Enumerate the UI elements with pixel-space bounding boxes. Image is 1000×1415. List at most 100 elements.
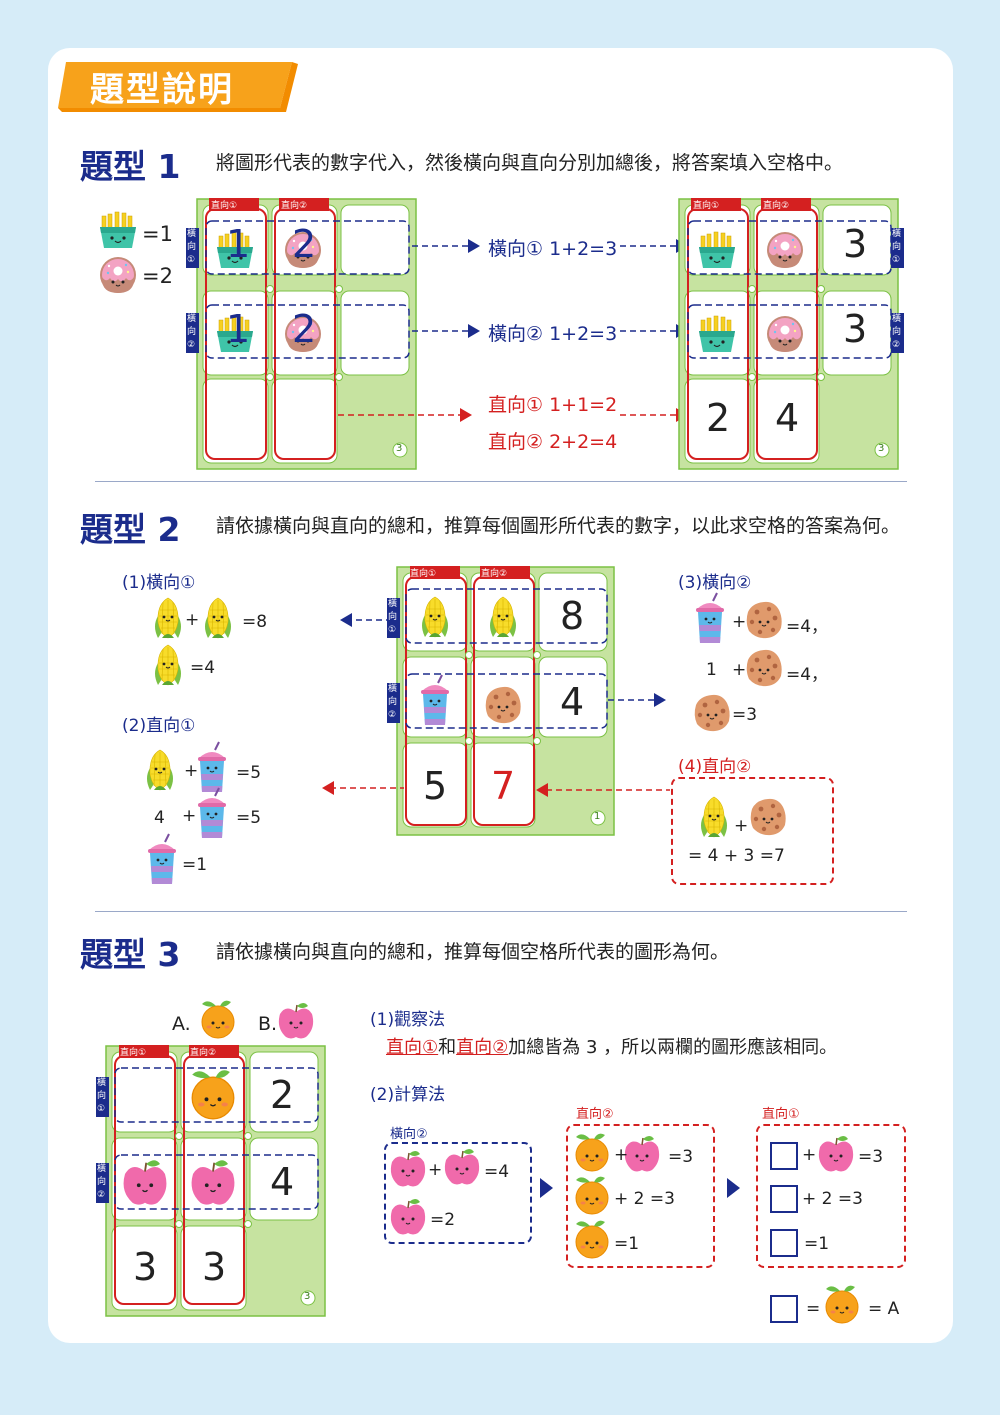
t2-step1-title: (1)橫向① [122, 573, 196, 593]
t2-step2-eq3: =1 [182, 855, 208, 875]
t3-box1-plus: + [428, 1160, 443, 1180]
t2-step3-eq1: =4， [786, 617, 829, 637]
t1-row2-expression: 橫向② 1+2=3 [488, 323, 618, 345]
t3-box1-label: 橫向② [390, 1127, 428, 1142]
t3-row2-tag: 橫向② [97, 1164, 107, 1200]
t3-method2-title: (2)計算法 [370, 1085, 446, 1105]
t3-box1-eq1: =4 [484, 1162, 510, 1182]
t2-step2-plus: + [184, 761, 199, 781]
t1l-row2-tag: 橫向② [187, 314, 197, 350]
t3-final-answer: = A [868, 1299, 900, 1319]
t3-box3 [756, 1124, 906, 1268]
t1r-row1-tag: 橫向① [892, 229, 902, 265]
t2-grid-col2-answer: 7 [491, 764, 516, 808]
t1r-level-badge: 3 [878, 443, 885, 454]
t2-step1-eq1: =8 [242, 612, 268, 632]
t3-method1-col1: 直向① [386, 1037, 439, 1058]
t3-box3-eq3: =1 [804, 1234, 830, 1254]
t1l-col2-tag: 直向② [281, 201, 308, 211]
t1l-col1-tag: 直向① [211, 201, 238, 211]
t3-final-blank [770, 1295, 798, 1323]
t3-box2-plus: + [614, 1145, 629, 1165]
t3-option-a: A. [172, 1013, 191, 1035]
t3-box1-eq2: =2 [430, 1210, 456, 1230]
t3-method1-col2: 直向② [456, 1037, 509, 1058]
t2-step4-plus: + [734, 816, 749, 836]
t2-step3-eq2-value: 1 [706, 660, 717, 680]
t2-col2-tag: 直向② [481, 569, 508, 579]
t3-method1-rest: 加總皆為 3 ，所以兩欄的圖形應該相同。 [508, 1037, 838, 1058]
t1r-col1-answer: 2 [706, 396, 731, 440]
t3-box3-blank-3 [770, 1229, 798, 1257]
t3-grid-col1-sum: 3 [133, 1245, 158, 1289]
t1-col2-expression: 直向② 2+2=4 [488, 431, 618, 453]
t2-step3-plus-2: + [732, 660, 747, 680]
t2-grid-row2-sum: 4 [560, 680, 585, 724]
t1l-cell-fries-value-2: 1 [226, 307, 251, 351]
t2-grid-col1-sum: 5 [423, 764, 448, 808]
t2-step3-eq2: =4， [786, 665, 829, 685]
t3-method1-and: 和 [438, 1037, 457, 1058]
type3-description: 請依據橫向與直向的總和，推算每個空格所代表的圖形為何。 [216, 941, 730, 963]
t3-box3-blank-1 [770, 1142, 798, 1170]
separator-1 [95, 481, 907, 482]
t1r-col2-answer: 4 [775, 396, 800, 440]
type1-description: 將圖形代表的數字代入，然後橫向與直向分別加總後，將答案填入空格中。 [216, 152, 844, 174]
t3-box3-eq1: =3 [858, 1147, 884, 1167]
t2-step2-plus-2: + [182, 806, 197, 826]
t3-level-badge: 3 [304, 1291, 311, 1302]
separator-2 [95, 911, 907, 912]
t3-box1 [384, 1142, 532, 1244]
t3-row1-tag: 橫向① [97, 1078, 107, 1114]
t1r-col2-tag: 直向② [763, 201, 790, 211]
t2-level-badge: 1 [594, 811, 601, 822]
t1r-row1-answer: 3 [843, 222, 868, 266]
t3-grid-row2-sum: 4 [270, 1160, 295, 1204]
t3-col2-tag: 直向② [190, 1048, 217, 1058]
t2-step2-eq1: =5 [236, 763, 262, 783]
t3-box2-eq3: =1 [614, 1234, 640, 1254]
t3-box3-eq2: + 2 =3 [802, 1189, 863, 1209]
t1l-row1-tag: 橫向① [187, 229, 197, 265]
t3-box3-label: 直向① [762, 1107, 800, 1122]
t3-box2-label: 直向② [576, 1107, 614, 1122]
t1l-level-badge: 3 [396, 443, 403, 454]
t2-step4-box [671, 777, 834, 885]
t2-step1-plus: + [185, 610, 200, 630]
type2-description: 請依據橫向與直向的總和，推算每個圖形所代表的數字，以此求空格的答案為何。 [216, 515, 901, 537]
t1-row1-expression: 橫向① 1+2=3 [488, 238, 618, 260]
t3-option-b: B. [258, 1013, 278, 1035]
t2-step4-title: (4)直向② [678, 757, 752, 777]
t1r-row2-tag: 橫向② [892, 314, 902, 350]
t2-step2-title: (2)直向① [122, 716, 196, 736]
t3-box3-blank-2 [770, 1185, 798, 1213]
t2-step3-eq3: =3 [732, 705, 758, 725]
type3-title: 題型 3 [80, 935, 181, 974]
t2-step3-title: (3)橫向② [678, 573, 752, 593]
t1r-row2-answer: 3 [843, 307, 868, 351]
t1r-col1-tag: 直向① [693, 201, 720, 211]
legend-fries-value: =1 [142, 222, 173, 246]
t3-method1-title: (1)觀察法 [370, 1010, 446, 1030]
t3-box3-plus: + [802, 1145, 817, 1165]
t1-col1-expression: 直向① 1+1=2 [488, 394, 618, 416]
t2-col1-tag: 直向① [410, 569, 437, 579]
t2-step3-plus: + [732, 612, 747, 632]
t1l-cell-donut-value-2: 2 [292, 307, 317, 351]
t1l-cell-donut-value: 2 [292, 222, 317, 266]
t2-row2-tag: 橫向② [388, 684, 398, 720]
legend-donut-value: =2 [142, 264, 173, 288]
t3-grid-col2-sum: 3 [202, 1245, 227, 1289]
t3-box2-eq2: + 2 =3 [614, 1189, 675, 1209]
t3-final-equals: = [806, 1299, 821, 1319]
t3-box2-eq1: =3 [668, 1147, 694, 1167]
t2-step2-eq2: =5 [236, 808, 262, 828]
t3-box2 [566, 1124, 715, 1268]
t3-method1-explanation: 直向①和直向②加總皆為 3 ，所以兩欄的圖形應該相同。 [386, 1033, 837, 1059]
type1-title: 題型 1 [80, 147, 181, 186]
t3-grid-row1-sum: 2 [270, 1073, 295, 1117]
t2-step4-equation: = 4 + 3 =7 [688, 846, 785, 866]
t2-row1-tag: 橫向① [388, 599, 398, 635]
section-banner-title: 題型說明 [90, 70, 234, 110]
